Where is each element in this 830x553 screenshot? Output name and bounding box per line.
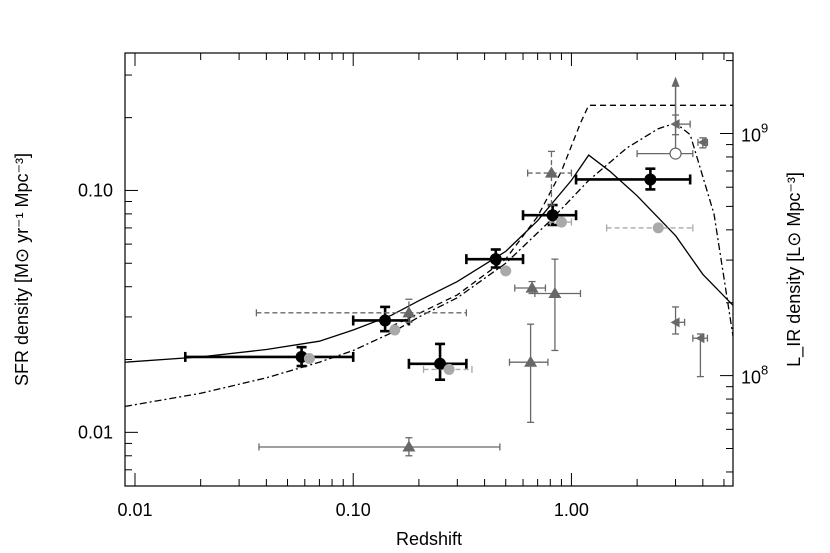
model-curve-dashed <box>391 104 733 327</box>
data-point <box>489 253 502 266</box>
data-point <box>500 265 512 277</box>
data-point <box>379 314 392 327</box>
y2-axis-ticks: 108 109 <box>720 60 768 473</box>
y2-tick-label: 108 <box>741 363 768 388</box>
data-point <box>402 440 416 452</box>
y-axis-ticks: 0.01 0.10 <box>78 74 138 487</box>
data-point <box>434 357 447 370</box>
data-point <box>546 209 559 222</box>
x-tick-label: 0.10 <box>336 500 371 520</box>
y-tick-label: 0.10 <box>78 180 113 200</box>
x-axis-ticks: 0.01 0.10 1.00 <box>117 53 725 520</box>
data-point <box>695 333 705 344</box>
y-tick-label: 0.01 <box>78 422 113 442</box>
data-point <box>303 352 315 364</box>
data-point <box>524 355 538 367</box>
data-point <box>644 173 657 186</box>
y-axis-label: SFR density [M⊙ yr⁻¹ Mpc⁻³] <box>12 153 32 386</box>
data-point <box>402 306 416 318</box>
data-point <box>544 166 558 178</box>
data-point <box>670 119 680 130</box>
data-point <box>697 137 707 148</box>
upper-limit-arrowhead <box>671 76 680 87</box>
model-curve-solid <box>124 154 734 363</box>
model-curves <box>124 104 734 408</box>
data-point <box>443 363 455 375</box>
data-point <box>555 216 567 228</box>
data-point <box>670 317 680 328</box>
plot-frame <box>124 52 734 487</box>
y2-tick-label: 109 <box>741 120 768 145</box>
data-point <box>525 281 539 293</box>
x-tick-label: 0.01 <box>117 500 152 520</box>
x-axis-label: Redshift <box>396 529 462 549</box>
data-point <box>389 324 401 336</box>
y2-axis-label: L_IR density [L⊙ Mpc⁻³] <box>784 172 805 367</box>
data-markers <box>295 76 707 452</box>
error-bars <box>183 84 709 457</box>
model-curve-dashdot <box>124 122 734 408</box>
x-tick-label: 1.00 <box>554 500 589 520</box>
data-point <box>548 286 562 299</box>
data-point <box>669 147 682 160</box>
data-point <box>652 222 664 234</box>
